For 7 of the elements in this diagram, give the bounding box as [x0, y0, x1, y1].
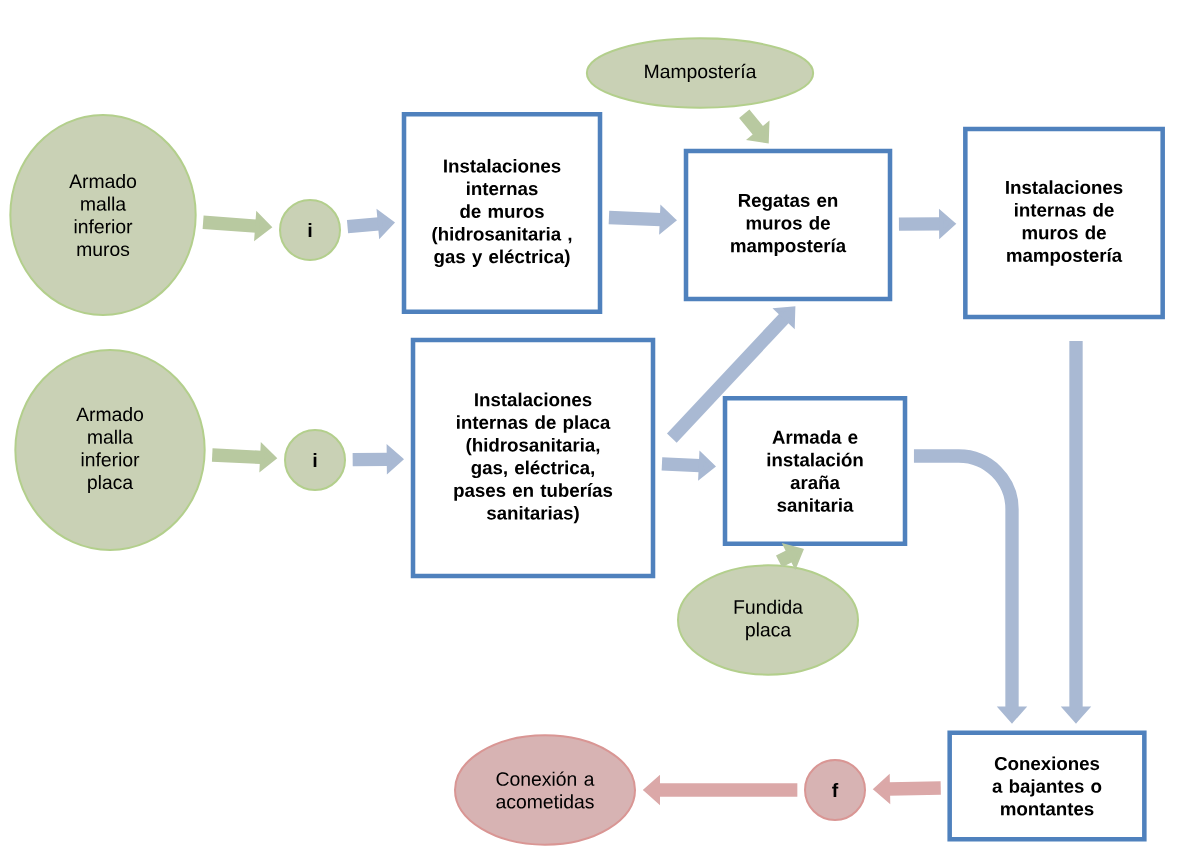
- process-box: Instalaciones internas de muros de mampostería: [963, 126, 1165, 320]
- process-box: Conexiones a bajantes o montantes: [947, 730, 1147, 842]
- arrow: [739, 109, 770, 144]
- process-box: Regatas en muros de mampostería: [683, 148, 893, 302]
- process-box: Armada e instalación araña sanitaria: [722, 396, 908, 546]
- process-box: Instalaciones internas de placa (hidrosanitaria, gas, eléctrica, pases en tuberías sanitarias): [410, 337, 656, 579]
- process-box: Instalaciones internas de muros (hidrosanitaria , gas y eléctrica): [401, 112, 603, 314]
